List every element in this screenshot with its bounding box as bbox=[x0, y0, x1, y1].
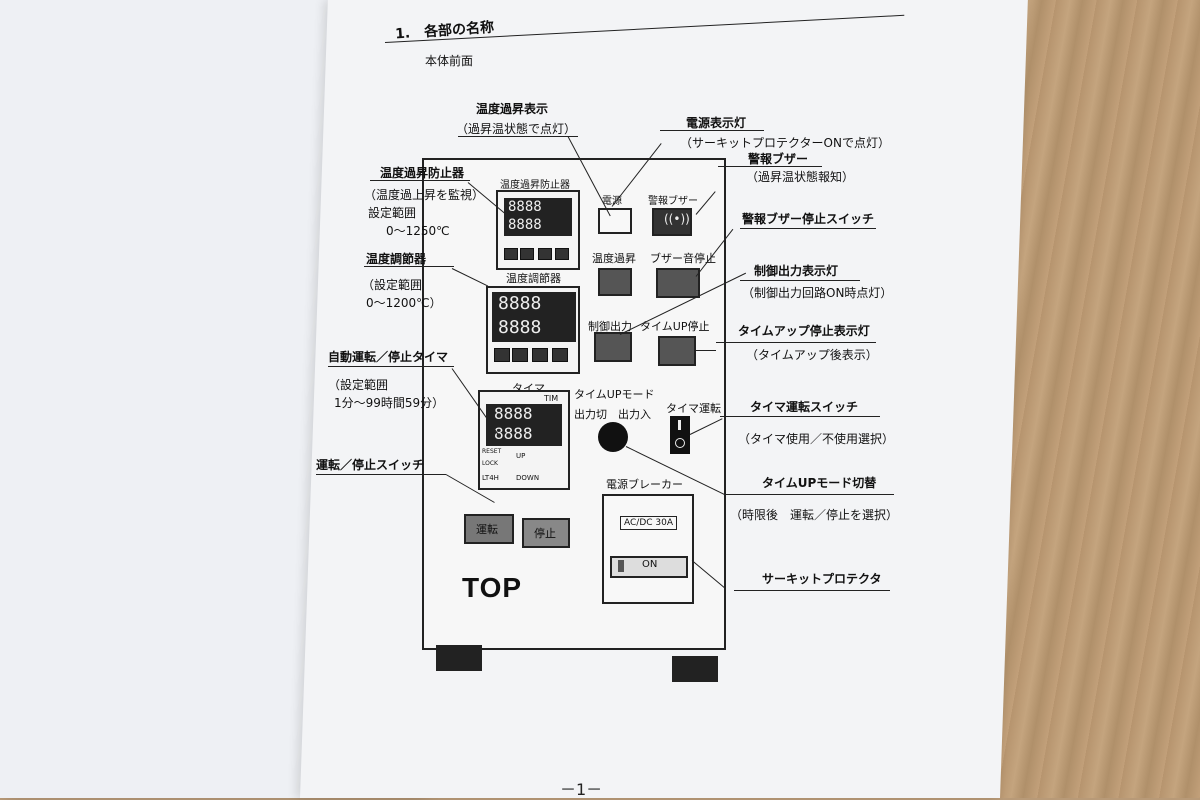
label-timeup-mode-switch: タイムUPモード切替 bbox=[762, 476, 877, 490]
ctrl-output-lamp bbox=[594, 332, 632, 362]
page-number: －1－ bbox=[560, 780, 603, 799]
temp-display-top: 8888 bbox=[498, 293, 542, 314]
timeup-stop-caption: タイムUP停止 bbox=[640, 320, 710, 333]
overtemp-down-button[interactable] bbox=[538, 248, 552, 260]
overtemp-lamp-caption: 温度過昇 bbox=[592, 252, 636, 265]
timer-down-label: DOWN bbox=[516, 474, 540, 482]
label-ctrl-output-lamp-note: （制御出力回路ON時点灯） bbox=[742, 286, 893, 300]
timeup-stop-lamp bbox=[658, 336, 696, 366]
timer-tim-label: TIM bbox=[544, 394, 559, 403]
circuit-breaker bbox=[602, 494, 694, 604]
timer-lock-label: LOCK bbox=[482, 460, 498, 467]
breaker-on-switch[interactable]: ON bbox=[610, 556, 688, 578]
label-power-lamp: 電源表示灯 bbox=[686, 116, 747, 130]
power-lamp bbox=[598, 208, 632, 234]
timer-display: 8888 8888 bbox=[486, 404, 562, 446]
label-overtemp-preventer: 温度過昇防止器 bbox=[380, 166, 465, 180]
overtemp-lamp bbox=[598, 268, 632, 296]
alarm-buzzer: ((•)) bbox=[652, 208, 692, 236]
temp-display-bottom: 8888 bbox=[498, 317, 542, 338]
breaker-title: 電源ブレーカー bbox=[606, 478, 683, 491]
label-alarm-buzzer-note: （過昇温状態報知） bbox=[746, 170, 855, 184]
timeup-mode-caption: タイムUPモード bbox=[574, 388, 655, 401]
overtemp-mode-button[interactable] bbox=[504, 248, 518, 260]
temp-up-button[interactable] bbox=[552, 348, 568, 362]
power-lamp-caption: 電源 bbox=[602, 196, 622, 207]
breaker-on-label: ON bbox=[642, 559, 658, 570]
label-timeup-stop-lamp: タイムアップ停止表示灯 bbox=[738, 324, 870, 338]
breaker-rating: AC/DC 30A bbox=[620, 516, 677, 530]
label-power-lamp-note: （サーキットプロテクターONで点灯） bbox=[680, 136, 890, 150]
label-overtemp-preventer-note1: （温度過上昇を監視） bbox=[364, 188, 485, 202]
alarm-buzzer-caption: 警報ブザー bbox=[648, 196, 698, 207]
cabinet-foot-right bbox=[672, 656, 718, 682]
label-auto-timer-note2: 1分～99時間59分） bbox=[334, 396, 445, 410]
label-overtemp-preventer-note3: 0～1250℃ bbox=[386, 224, 450, 238]
label-timer-run-switch: タイマ運転スイッチ bbox=[750, 400, 859, 414]
label-buzzer-stop-switch: 警報ブザー停止スイッチ bbox=[742, 212, 875, 226]
label-run-stop-switch: 運転／停止スイッチ bbox=[316, 458, 425, 472]
temp-fun-button[interactable] bbox=[512, 348, 528, 362]
label-circuit-protector: サーキットプロテクタ bbox=[762, 572, 882, 586]
temp-down-button[interactable] bbox=[532, 348, 548, 362]
temp-controller-title: 温度調節器 bbox=[506, 272, 561, 285]
ctrl-output-caption: 制御出力 bbox=[588, 320, 632, 333]
label-temp-controller: 温度調節器 bbox=[366, 252, 427, 266]
temp-controller-display: 8888 8888 bbox=[492, 292, 576, 342]
label-timeup-mode-switch-note: （時限後 運転／停止を選択） bbox=[730, 508, 899, 522]
overtemp-display-bottom: 8888 bbox=[508, 217, 542, 233]
overtemp-preventer-display: 8888 8888 bbox=[504, 198, 572, 236]
timer-run-caption: タイマ運転 bbox=[666, 402, 721, 415]
temp-mode-button[interactable] bbox=[494, 348, 510, 362]
timer-display-top: 8888 bbox=[494, 404, 533, 423]
output-off-caption: 出力切 bbox=[574, 408, 607, 421]
stop-button[interactable]: 停止 bbox=[522, 518, 570, 548]
timer-model-label: LT4H bbox=[482, 474, 499, 482]
label-overtemp-display-note: （過昇温状態で点灯） bbox=[456, 122, 577, 136]
label-temp-controller-note2: 0～1200℃） bbox=[366, 296, 442, 310]
buzzer-sound-icon: ((•)) bbox=[664, 212, 690, 226]
timer-reset-label: RESET bbox=[482, 448, 502, 455]
timeup-mode-knob[interactable] bbox=[598, 422, 628, 452]
buzzer-stop-caption: ブザー音停止 bbox=[650, 252, 716, 265]
run-button[interactable]: 運転 bbox=[464, 514, 514, 544]
label-auto-timer: 自動運転／停止タイマ bbox=[328, 350, 449, 364]
label-temp-controller-note1: （設定範囲 bbox=[362, 278, 423, 292]
cabinet-foot-left bbox=[436, 645, 482, 671]
label-ctrl-output-lamp: 制御出力表示灯 bbox=[754, 264, 839, 278]
section-subtitle: 本体前面 bbox=[425, 54, 474, 68]
overtemp-up-button[interactable] bbox=[555, 248, 569, 260]
label-timer-run-switch-note: （タイマ使用／不使用選択） bbox=[738, 432, 895, 446]
overtemp-fun-button[interactable] bbox=[520, 248, 534, 260]
timer-up-label: UP bbox=[516, 452, 526, 460]
label-overtemp-preventer-note2: 設定範囲 bbox=[368, 206, 417, 220]
timer-display-bottom: 8888 bbox=[494, 424, 533, 443]
timer-run-switch[interactable] bbox=[670, 416, 690, 454]
label-timeup-stop-lamp-note: （タイムアップ後表示） bbox=[746, 348, 878, 362]
label-alarm-buzzer: 警報ブザー bbox=[748, 152, 809, 166]
overtemp-preventer-title: 温度過昇防止器 bbox=[500, 180, 570, 191]
label-auto-timer-note1: （設定範囲 bbox=[328, 378, 389, 392]
top-logo: TOP bbox=[462, 572, 523, 603]
label-overtemp-display: 温度過昇表示 bbox=[476, 102, 549, 116]
output-on-caption: 出力入 bbox=[618, 408, 651, 421]
overtemp-display-top: 8888 bbox=[508, 199, 542, 215]
buzzer-stop-button[interactable] bbox=[656, 268, 700, 298]
